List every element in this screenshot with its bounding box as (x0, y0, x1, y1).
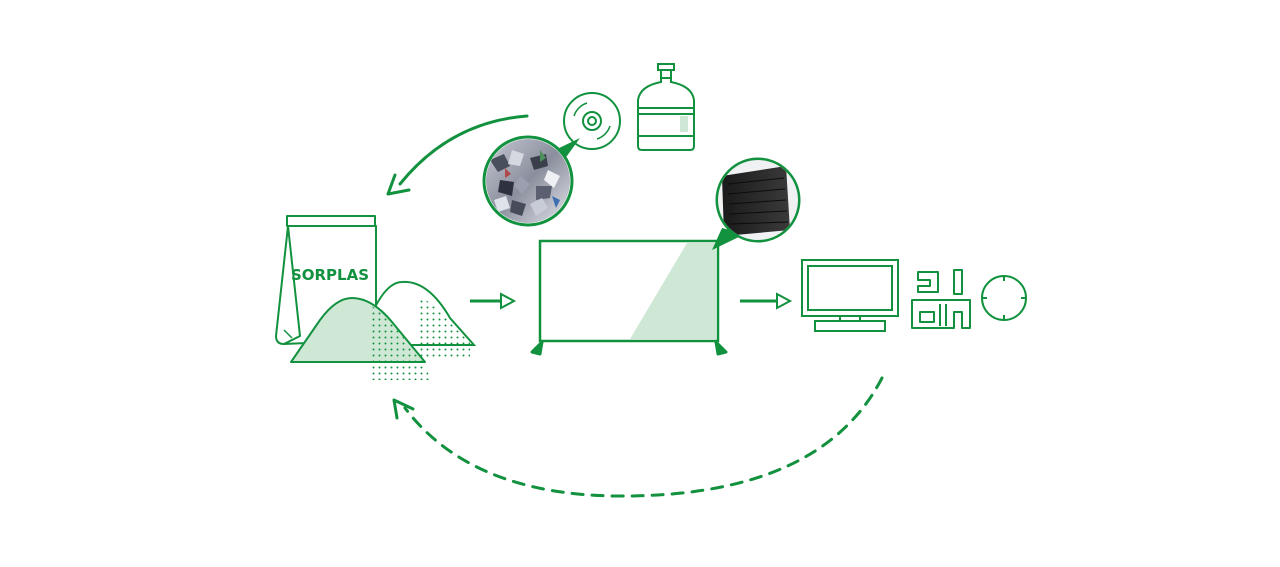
waste-to-material-arrow (386, 114, 529, 196)
plastic-flakes-photo-icon (482, 135, 580, 227)
tv-back-panel-photo-icon (712, 157, 801, 250)
circuit-board-icon (911, 269, 971, 329)
ring-part-icon (981, 275, 1027, 321)
tv-to-products-arrow (740, 292, 793, 310)
material-to-tv-arrow (470, 292, 517, 310)
pellet-mounds (290, 280, 477, 380)
water-jug-icon (637, 63, 695, 151)
tv-icon (530, 239, 728, 356)
monitor-icon (801, 259, 899, 332)
compact-disc-icon (563, 92, 621, 150)
recycle-back-arrow (392, 376, 884, 498)
bag-label: SORPLAS (291, 266, 369, 284)
